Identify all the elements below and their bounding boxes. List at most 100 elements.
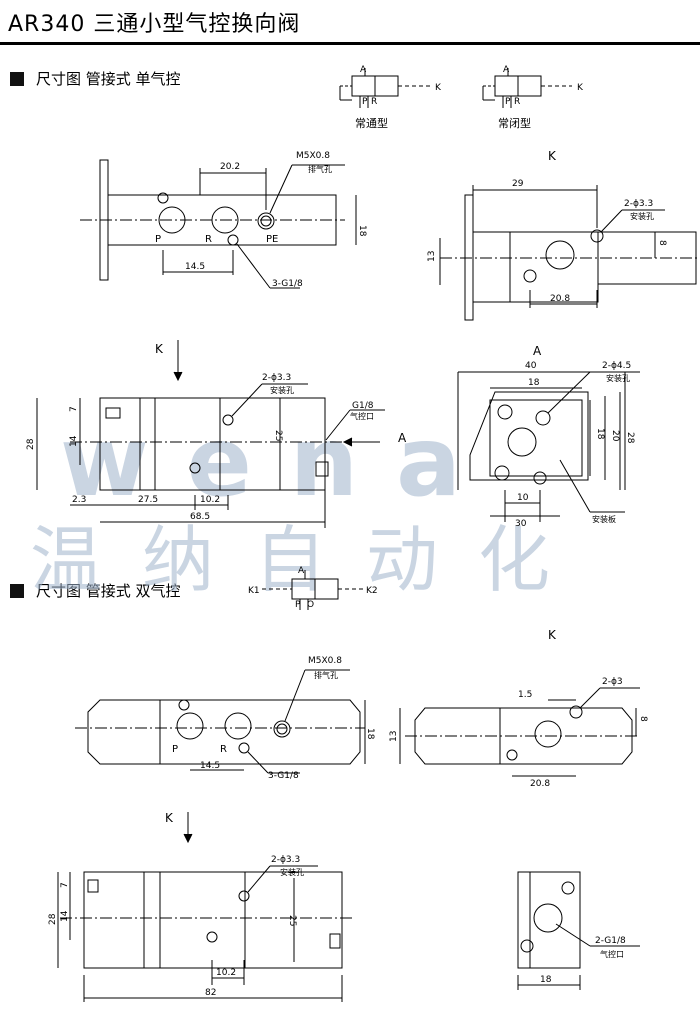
section-single-pilot: 尺寸图 管接式 单气控: [10, 68, 181, 89]
g18x2-label: 2-G1/8: [595, 936, 626, 946]
port-r-a: R: [205, 234, 212, 245]
k-label-e: K: [548, 628, 557, 642]
port-r-b: R: [220, 744, 227, 755]
end-view-plate: A 40 18 18 20 28 10 30 2-ϕ4.5 安装孔: [457, 344, 640, 529]
a-label-d: A: [533, 344, 542, 358]
symbol-normally-closed: A K P R 常闭型: [482, 65, 584, 130]
dim-28-a: 28: [26, 438, 36, 450]
mount-hole-label-b: 安装孔: [630, 211, 654, 221]
watermark-brand: wena: [60, 406, 499, 518]
mount33-label-b: 2-ϕ3.3: [624, 199, 653, 209]
m5-label-b: M5X0.8: [308, 656, 342, 666]
pilot-port-label-g: 气控口: [600, 949, 624, 959]
dim-20-8-b: 20.8: [530, 779, 550, 789]
section-bullet-icon: [10, 71, 24, 86]
sym2-k: K: [577, 83, 584, 93]
dim-18-b: 18: [528, 378, 540, 388]
dim-18-d: 18: [365, 728, 375, 740]
sym1-k: K: [435, 83, 442, 93]
section-bullet-icon: [10, 583, 24, 598]
dim-13-a: 13: [427, 251, 437, 262]
sym1-p: P: [362, 97, 368, 107]
mount3-label: 2-ϕ3: [602, 677, 623, 687]
dim-68-5: 68.5: [190, 512, 210, 522]
sym3-p: P: [295, 600, 301, 610]
section-single-pilot-label: 尺寸图 管接式 单气控: [36, 70, 181, 88]
sym1-a: A: [360, 65, 367, 75]
title-rule: [0, 42, 700, 45]
a-label-c: A: [398, 431, 407, 445]
port-pe: PE: [266, 234, 278, 245]
dim-25-b: 25: [287, 915, 297, 926]
mount-hole-label-f: 安装孔: [280, 867, 304, 877]
watermark: wena 温纳自动化: [30, 406, 590, 602]
dim-14-b: 14: [60, 910, 70, 922]
dim-8-b: 8: [638, 716, 648, 722]
dim-18-a: 18: [357, 225, 367, 237]
side-view-single: K 29 13 8 20.8 2-ϕ3.3 安装孔: [427, 149, 700, 321]
section-double-pilot: 尺寸图 管接式 双气控: [10, 580, 181, 601]
watermark-cn: 温纳自动化: [30, 518, 590, 602]
k-label-c: K: [155, 342, 164, 356]
mount45-label: 2-ϕ4.5: [602, 361, 631, 371]
ports-label-a: 3-G1/8: [272, 279, 303, 289]
m5-label-a: M5X0.8: [296, 151, 330, 161]
sym3-a: A: [298, 566, 305, 576]
dim-82: 82: [205, 988, 216, 998]
end-view-double: 18 2-G1/8 气控口: [517, 871, 640, 990]
dim-2-3: 2.3: [72, 495, 86, 505]
dim-25-a: 25: [273, 430, 283, 441]
dim-10: 10: [517, 493, 529, 503]
normally-open-label: 常通型: [355, 116, 388, 130]
dim-28-c: 28: [48, 913, 58, 925]
k-label-f: K: [165, 811, 174, 825]
dim-13-b: 13: [389, 731, 399, 742]
dim-20-8-a: 20.8: [550, 294, 570, 304]
dim-18-c: 18: [595, 428, 605, 440]
dim-27-5: 27.5: [138, 495, 158, 505]
sym3-o: O: [307, 600, 314, 610]
pilot-port-label-c: 气控口: [350, 411, 374, 421]
dim-30: 30: [515, 519, 527, 529]
sym2-p: P: [505, 97, 511, 107]
port-p-b: P: [172, 744, 178, 755]
front-view-single: K A 28 7 14 25 2.3 27.5 10.2: [26, 340, 407, 528]
exhaust-label-b: 排气孔: [314, 670, 338, 680]
sym3-k2: K2: [366, 586, 378, 596]
dim-1-5: 1.5: [518, 690, 532, 700]
dim-28-b: 28: [625, 432, 635, 444]
dim-20: 20: [610, 430, 620, 442]
dim-8-a: 8: [657, 240, 667, 246]
section-double-pilot-label: 尺寸图 管接式 双气控: [36, 582, 181, 600]
symbol-normally-open: A K P R 常通型: [339, 65, 442, 130]
dim-10-2-a: 10.2: [200, 495, 220, 505]
g18-label-c: G1/8: [352, 401, 374, 411]
page-title: AR340 三通小型气控换向阀: [8, 12, 301, 37]
dim-18-e: 18: [540, 975, 552, 985]
mount33-label-c: 2-ϕ3.3: [262, 373, 291, 383]
dim-14-5-b: 14.5: [200, 761, 220, 771]
dim-14-5-a: 14.5: [185, 262, 205, 272]
dim-10-2-b: 10.2: [216, 968, 236, 978]
ports-label-b: 3-G1/8: [268, 771, 299, 781]
sym1-r: R: [371, 97, 377, 107]
dim-20-2: 20.2: [220, 162, 240, 172]
sym2-a: A: [503, 65, 510, 75]
k-label-b: K: [548, 149, 557, 163]
mounting-plate-label: 安装板: [592, 514, 616, 524]
dim-40: 40: [525, 361, 537, 371]
side-view-double: K 13 8 1.5 20.8 2-ϕ3: [389, 628, 648, 789]
front-view-double: K 28 7 14 25 10.2 82 2-ϕ3.3: [48, 811, 355, 1002]
port-p-a: P: [155, 234, 161, 245]
dim-7-a: 7: [69, 406, 79, 412]
dim-7-b: 7: [60, 882, 70, 888]
normally-closed-label: 常闭型: [498, 116, 531, 130]
mount-hole-label-d: 安装孔: [606, 373, 630, 383]
exhaust-label-a: 排气孔: [308, 164, 332, 174]
mount-hole-label-c: 安装孔: [270, 385, 294, 395]
sym3-k1: K1: [248, 586, 260, 596]
symbol-double-pilot: A K1 K2 P O: [248, 566, 378, 610]
top-view-single: 20.2 18 14.5 3-G1/8 M5X0.8 排气孔 P R PE: [80, 151, 367, 289]
